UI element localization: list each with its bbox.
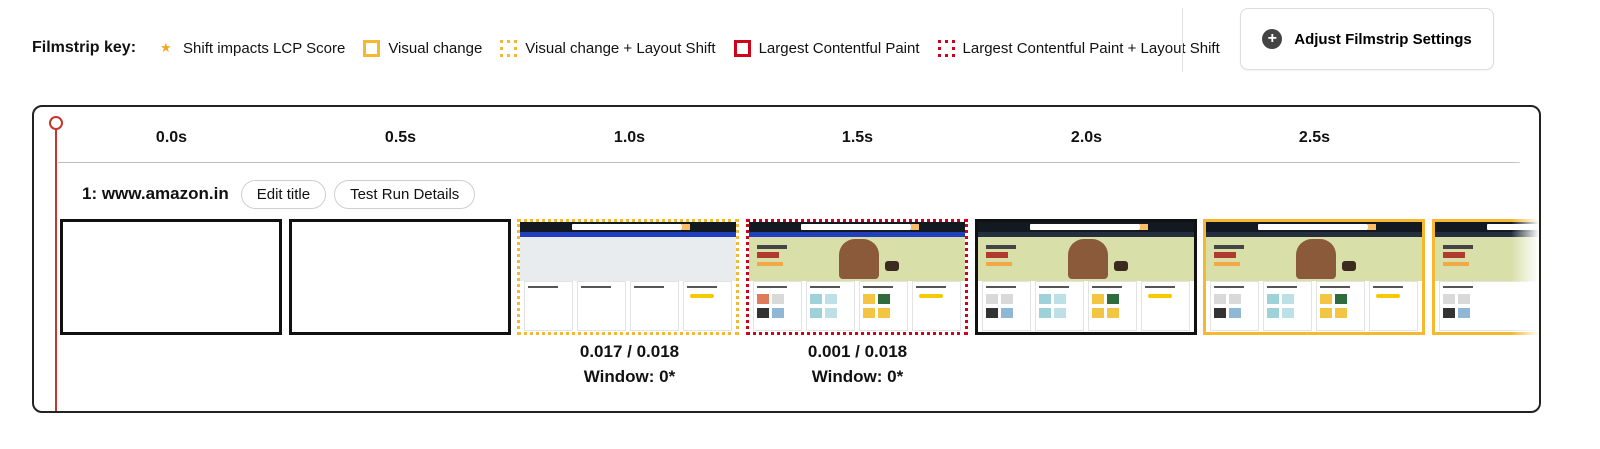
thumb-cards [982,281,1190,331]
timeline-tick: 2.5s [1298,129,1331,146]
adjust-filmstrip-settings-button[interactable]: + Adjust Filmstrip Settings [1240,8,1494,70]
filmstrip-frame-1-0s[interactable] [517,219,739,335]
thumb-header [978,222,1194,232]
key-item-shift-lcp: ★ Shift impacts LCP Score [160,40,345,57]
thumb-nav [978,232,1194,237]
dotted-red-square-icon [937,39,955,57]
run-title: 1: www.amazon.in [82,184,229,203]
adjust-button-label: Adjust Filmstrip Settings [1294,30,1472,48]
filmstrip-frame-0-5s[interactable] [289,219,511,335]
cls-window: Window: 0* [811,367,904,386]
test-run-details-button[interactable]: Test Run Details [334,179,476,209]
thumb-hero [1206,237,1422,281]
layout-shift-metric: 0.001 / 0.018 Window: 0* [743,339,972,389]
key-item-lcp: Largest Contentful Paint [733,39,920,57]
filmstrip-frame-1-5s[interactable] [746,219,968,335]
filmstrip-frame-0-0s[interactable] [60,219,282,335]
key-label: Largest Contentful Paint + Layout Shift [962,39,1220,57]
key-divider [1182,8,1183,72]
filmstrip-panel: 0.0s 0.5s 1.0s 1.5s 2.0s 2.5s 1: www.ama… [32,105,1541,413]
key-label: Largest Contentful Paint [758,39,920,57]
thumb-nav [749,232,965,237]
thumb-hero [749,237,965,281]
thumb-nav [1435,232,1539,237]
thumb-cards [1210,281,1418,331]
filmstrip-key-title: Filmstrip key: [32,39,137,56]
timeline-tick: 2.0s [1070,129,1103,146]
thumb-header [520,222,736,232]
timeline-tick: 1.5s [841,129,874,146]
thumb-hero [520,237,736,281]
thumb-nav [1206,232,1422,237]
solid-red-square-icon [733,39,751,57]
key-label: Visual change + Layout Shift [525,39,716,57]
filmstrip-key: Filmstrip key: ★ Shift impacts LCP Score… [32,34,1238,62]
cls-window: Window: 0* [583,367,676,386]
run-header: 1: www.amazon.in Edit title Test Run Det… [82,179,483,209]
timeline-tick: 1.0s [613,129,646,146]
timeline-rule [58,162,1520,163]
timeline-tick: 0.5s [384,129,417,146]
solid-yellow-square-icon [363,39,381,57]
thumb-cards [524,281,732,331]
key-label: Visual change [388,39,483,57]
edit-title-button[interactable]: Edit title [240,179,327,209]
playhead-handle[interactable] [49,116,63,130]
timeline-tick: 0.0s [155,129,188,146]
filmstrip-frame-2-0s[interactable] [975,219,1197,335]
key-item-lcp-layout-shift: Largest Contentful Paint + Layout Shift [937,39,1220,57]
layout-shift-metric: 0.017 / 0.018 Window: 0* [515,339,744,389]
filmstrip-frame-2-5s[interactable] [1203,219,1425,335]
thumb-cards [753,281,961,331]
thumb-hero [978,237,1194,281]
cls-score: 0.017 / 0.018 [579,342,680,361]
dotted-yellow-square-icon [500,39,518,57]
star-icon: ★ [160,40,172,55]
thumb-header [1206,222,1422,232]
thumb-nav [520,232,736,237]
thumb-header [749,222,965,232]
cls-score: 0.001 / 0.018 [807,342,908,361]
key-label: Shift impacts LCP Score [183,39,346,57]
plus-icon: + [1262,29,1283,49]
key-item-visual-layout-shift: Visual change + Layout Shift [500,39,716,57]
key-item-visual-change: Visual change [363,39,483,57]
filmstrip-fade-edge [1511,137,1539,407]
playhead-line[interactable] [55,129,57,411]
